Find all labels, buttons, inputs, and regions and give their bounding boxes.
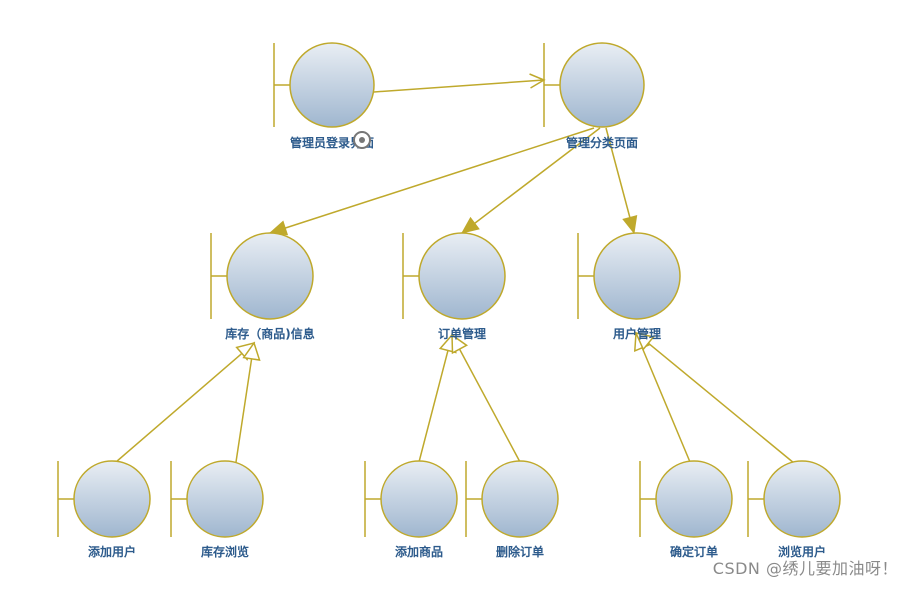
node-label-browse-user: 浏览用户 <box>778 544 826 559</box>
boundary-circle <box>186 460 264 538</box>
boundary-node-add-user: 添加用户 <box>57 460 151 559</box>
cursor-icon <box>353 131 371 149</box>
edge-line <box>458 348 521 463</box>
edge-admin-login-to-admin-category <box>373 73 546 93</box>
boundary-circle <box>73 460 151 538</box>
edge-line <box>235 358 253 463</box>
edge-admin-category-to-user-management <box>605 127 638 235</box>
edge-line <box>641 347 691 463</box>
edge-confirm-order-to-user-management <box>633 331 691 463</box>
association-arrowhead <box>622 215 638 235</box>
node-label-inventory-browse: 库存浏览 <box>201 544 249 559</box>
node-label-user-management: 用户管理 <box>612 326 661 341</box>
node-label-delete-order: 删除订单 <box>496 544 544 559</box>
boundary-circle <box>655 460 733 538</box>
association-arrowhead <box>461 216 480 234</box>
node-label-admin-login: 管理员登录界面 <box>290 135 374 150</box>
node-label-admin-category: 管理分类页面 <box>566 135 638 150</box>
edge-line <box>418 350 449 463</box>
edge-add-user-to-inventory-info <box>115 341 256 463</box>
edge-line <box>115 352 243 463</box>
generalization-arrowhead <box>451 333 469 355</box>
edge-browse-user-to-user-management <box>634 331 801 469</box>
watermark-text: CSDN @绣儿要加油呀！ <box>712 559 898 578</box>
boundary-node-add-product: 添加商品 <box>364 460 458 559</box>
boundary-node-admin-login: 管理员登录界面 <box>273 42 375 150</box>
edge-line <box>461 127 601 234</box>
boundary-circle <box>226 232 314 320</box>
boundary-circle <box>593 232 681 320</box>
boundary-circle <box>380 460 458 538</box>
edge-delete-order-to-order-management <box>451 333 521 463</box>
boundary-node-order-management: 订单管理 <box>402 232 506 341</box>
boundary-circle <box>418 232 506 320</box>
edges-layer <box>115 73 801 469</box>
boundary-circle <box>481 460 559 538</box>
edge-line <box>647 342 801 469</box>
node-label-order-management: 订单管理 <box>438 326 486 341</box>
edge-add-product-to-order-management <box>418 333 457 463</box>
boundary-node-admin-category: 管理分类页面 <box>543 42 645 150</box>
generalization-arrowhead <box>634 331 655 351</box>
boundary-node-delete-order: 删除订单 <box>465 460 559 559</box>
boundary-node-inventory-browse: 库存浏览 <box>170 460 264 559</box>
node-label-inventory-info: 库存（商品)信息 <box>225 326 315 341</box>
boundary-node-user-management: 用户管理 <box>577 232 681 341</box>
edge-line <box>605 127 635 234</box>
boundary-circle <box>763 460 841 538</box>
node-label-add-product: 添加商品 <box>395 544 443 559</box>
generalization-arrowhead <box>242 341 261 361</box>
node-label-add-user: 添加用户 <box>88 544 136 559</box>
edge-line <box>269 127 595 234</box>
boundary-circle <box>289 42 375 128</box>
edge-inventory-browse-to-inventory-info <box>235 341 261 463</box>
edge-line <box>373 79 545 93</box>
boundary-node-browse-user: 浏览用户 <box>747 460 841 559</box>
boundary-node-inventory-info: 库存（商品)信息 <box>210 232 315 341</box>
edge-admin-category-to-order-management <box>461 127 601 234</box>
node-label-confirm-order: 确定订单 <box>670 544 718 559</box>
boundary-circle <box>559 42 645 128</box>
boundary-node-confirm-order: 确定订单 <box>639 460 733 559</box>
